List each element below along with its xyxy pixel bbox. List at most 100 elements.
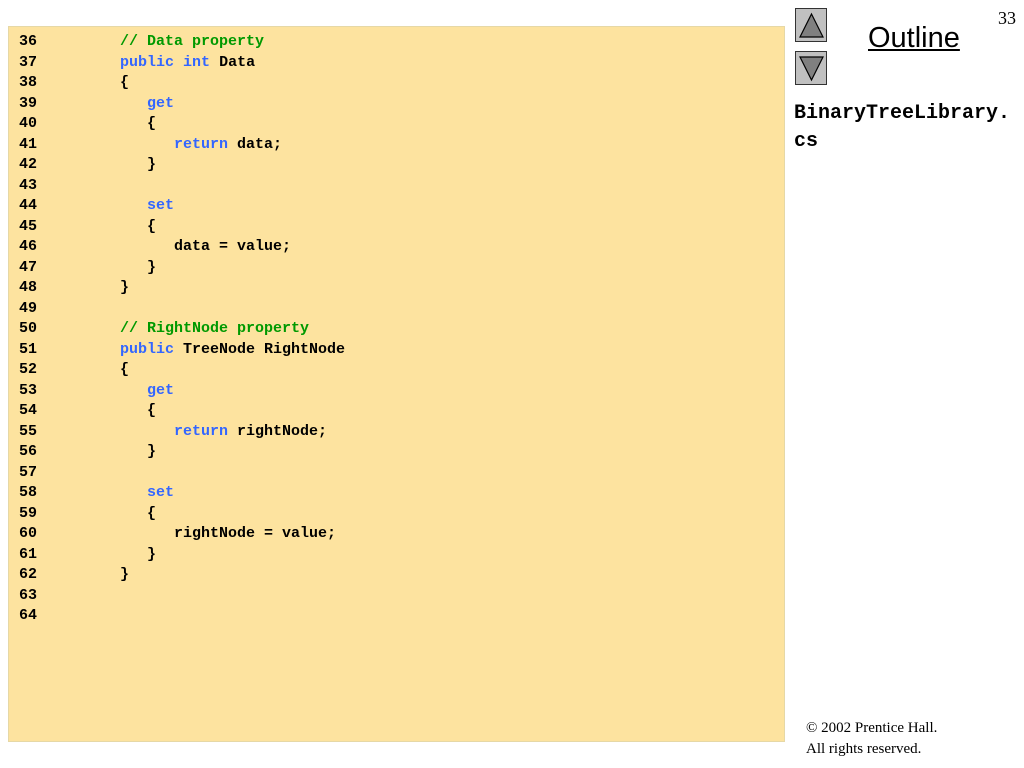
code-token: TreeNode RightNode	[174, 340, 346, 358]
code-line: 40 {	[19, 114, 345, 135]
code-line: 45 {	[19, 217, 345, 238]
code-token	[174, 54, 183, 71]
down-triangle-icon	[799, 56, 824, 82]
code-token	[48, 484, 147, 501]
code-token: data = value;	[48, 238, 292, 255]
line-number: 45	[19, 217, 38, 235]
line-number: 38	[19, 74, 38, 91]
copyright-line-1: © 2002 Prentice Hall.	[806, 720, 938, 736]
comment-token: // Data property	[120, 33, 265, 50]
code-token: {	[48, 115, 157, 132]
code-text: return rightNode;	[41, 422, 327, 443]
line-number: 56	[19, 443, 38, 460]
code-text: get	[41, 381, 174, 402]
code-line: 46 data = value;	[19, 237, 345, 258]
code-text: // Data property	[41, 32, 264, 53]
code-token: }	[48, 566, 130, 583]
code-line: 42 }	[19, 155, 345, 176]
line-number: 50	[19, 320, 38, 337]
code-token: {	[48, 361, 130, 378]
code-token: {	[48, 74, 130, 91]
code-token	[48, 136, 174, 153]
line-number: 61	[19, 545, 38, 563]
code-text: {	[41, 504, 156, 525]
keyword-token: int	[183, 53, 211, 71]
code-token	[48, 95, 147, 112]
code-token: rightNode;	[228, 422, 328, 440]
code-token: {	[48, 402, 157, 419]
code-text: }	[41, 545, 156, 566]
code-line: 57	[19, 463, 345, 484]
line-number: 37	[19, 53, 38, 71]
code-line: 61 }	[19, 545, 345, 566]
up-triangle-icon	[799, 12, 824, 38]
code-line: 52 {	[19, 360, 345, 381]
code-token: {	[48, 217, 157, 235]
line-number: 55	[19, 422, 38, 440]
keyword-token: return	[174, 422, 229, 440]
keyword-token: return	[174, 135, 229, 153]
code-line: 38 {	[19, 73, 345, 94]
code-text: set	[41, 483, 174, 504]
code-line: 47 }	[19, 258, 345, 279]
code-line: 43	[19, 176, 345, 197]
keyword-token: get	[147, 381, 175, 399]
code-text: public int Data	[41, 53, 255, 74]
line-number: 64	[19, 607, 38, 624]
code-token	[48, 320, 120, 337]
code-text: rightNode = value;	[41, 524, 336, 545]
line-number: 60	[19, 525, 38, 542]
code-text: data = value;	[41, 237, 291, 258]
keyword-token: get	[147, 94, 175, 112]
line-number: 49	[19, 299, 38, 317]
code-line: 37 public int Data	[19, 53, 345, 74]
code-token	[48, 382, 147, 399]
code-line: 62 }	[19, 565, 345, 586]
code-text: {	[41, 217, 156, 238]
line-number: 39	[19, 94, 38, 112]
code-text: set	[41, 196, 174, 217]
code-text: get	[41, 94, 174, 115]
file-name-label: BinaryTreeLibrary.cs	[794, 102, 1011, 153]
line-number: 40	[19, 115, 38, 132]
line-number: 44	[19, 197, 38, 214]
code-line: 60 rightNode = value;	[19, 524, 345, 545]
code-token: }	[48, 156, 157, 173]
code-text: }	[41, 565, 129, 586]
code-token	[48, 341, 120, 358]
code-token: rightNode = value;	[48, 525, 337, 542]
copyright-line-2: All rights reserved.	[806, 741, 922, 757]
line-number: 54	[19, 402, 38, 419]
keyword-token: set	[147, 197, 175, 214]
code-token: }	[48, 279, 130, 296]
code-token: }	[48, 258, 157, 276]
code-line: 63	[19, 586, 345, 607]
code-token: data;	[228, 135, 283, 153]
line-number: 63	[19, 586, 38, 604]
page-number: 33	[998, 8, 1016, 28]
code-line: 41 return data;	[19, 135, 345, 156]
code-line: 56 }	[19, 442, 345, 463]
code-line: 58 set	[19, 483, 345, 504]
code-token: Data	[210, 53, 256, 71]
keyword-token: public	[120, 340, 175, 358]
line-number: 58	[19, 484, 38, 501]
code-token: }	[48, 545, 157, 563]
keyword-token: public	[120, 53, 175, 71]
code-text: {	[41, 401, 156, 422]
next-slide-button[interactable]	[795, 51, 827, 85]
previous-slide-button[interactable]	[795, 8, 827, 42]
outline-link[interactable]: Outline	[868, 22, 960, 54]
line-number: 51	[19, 340, 38, 358]
copyright-notice: © 2002 Prentice Hall. All rights reserve…	[806, 718, 937, 760]
line-number: 57	[19, 463, 38, 481]
line-number: 36	[19, 33, 38, 50]
line-number: 41	[19, 135, 38, 153]
code-line: 64	[19, 606, 345, 627]
code-token	[48, 197, 147, 214]
code-line: 39 get	[19, 94, 345, 115]
code-line: 59 {	[19, 504, 345, 525]
code-line: 49	[19, 299, 345, 320]
